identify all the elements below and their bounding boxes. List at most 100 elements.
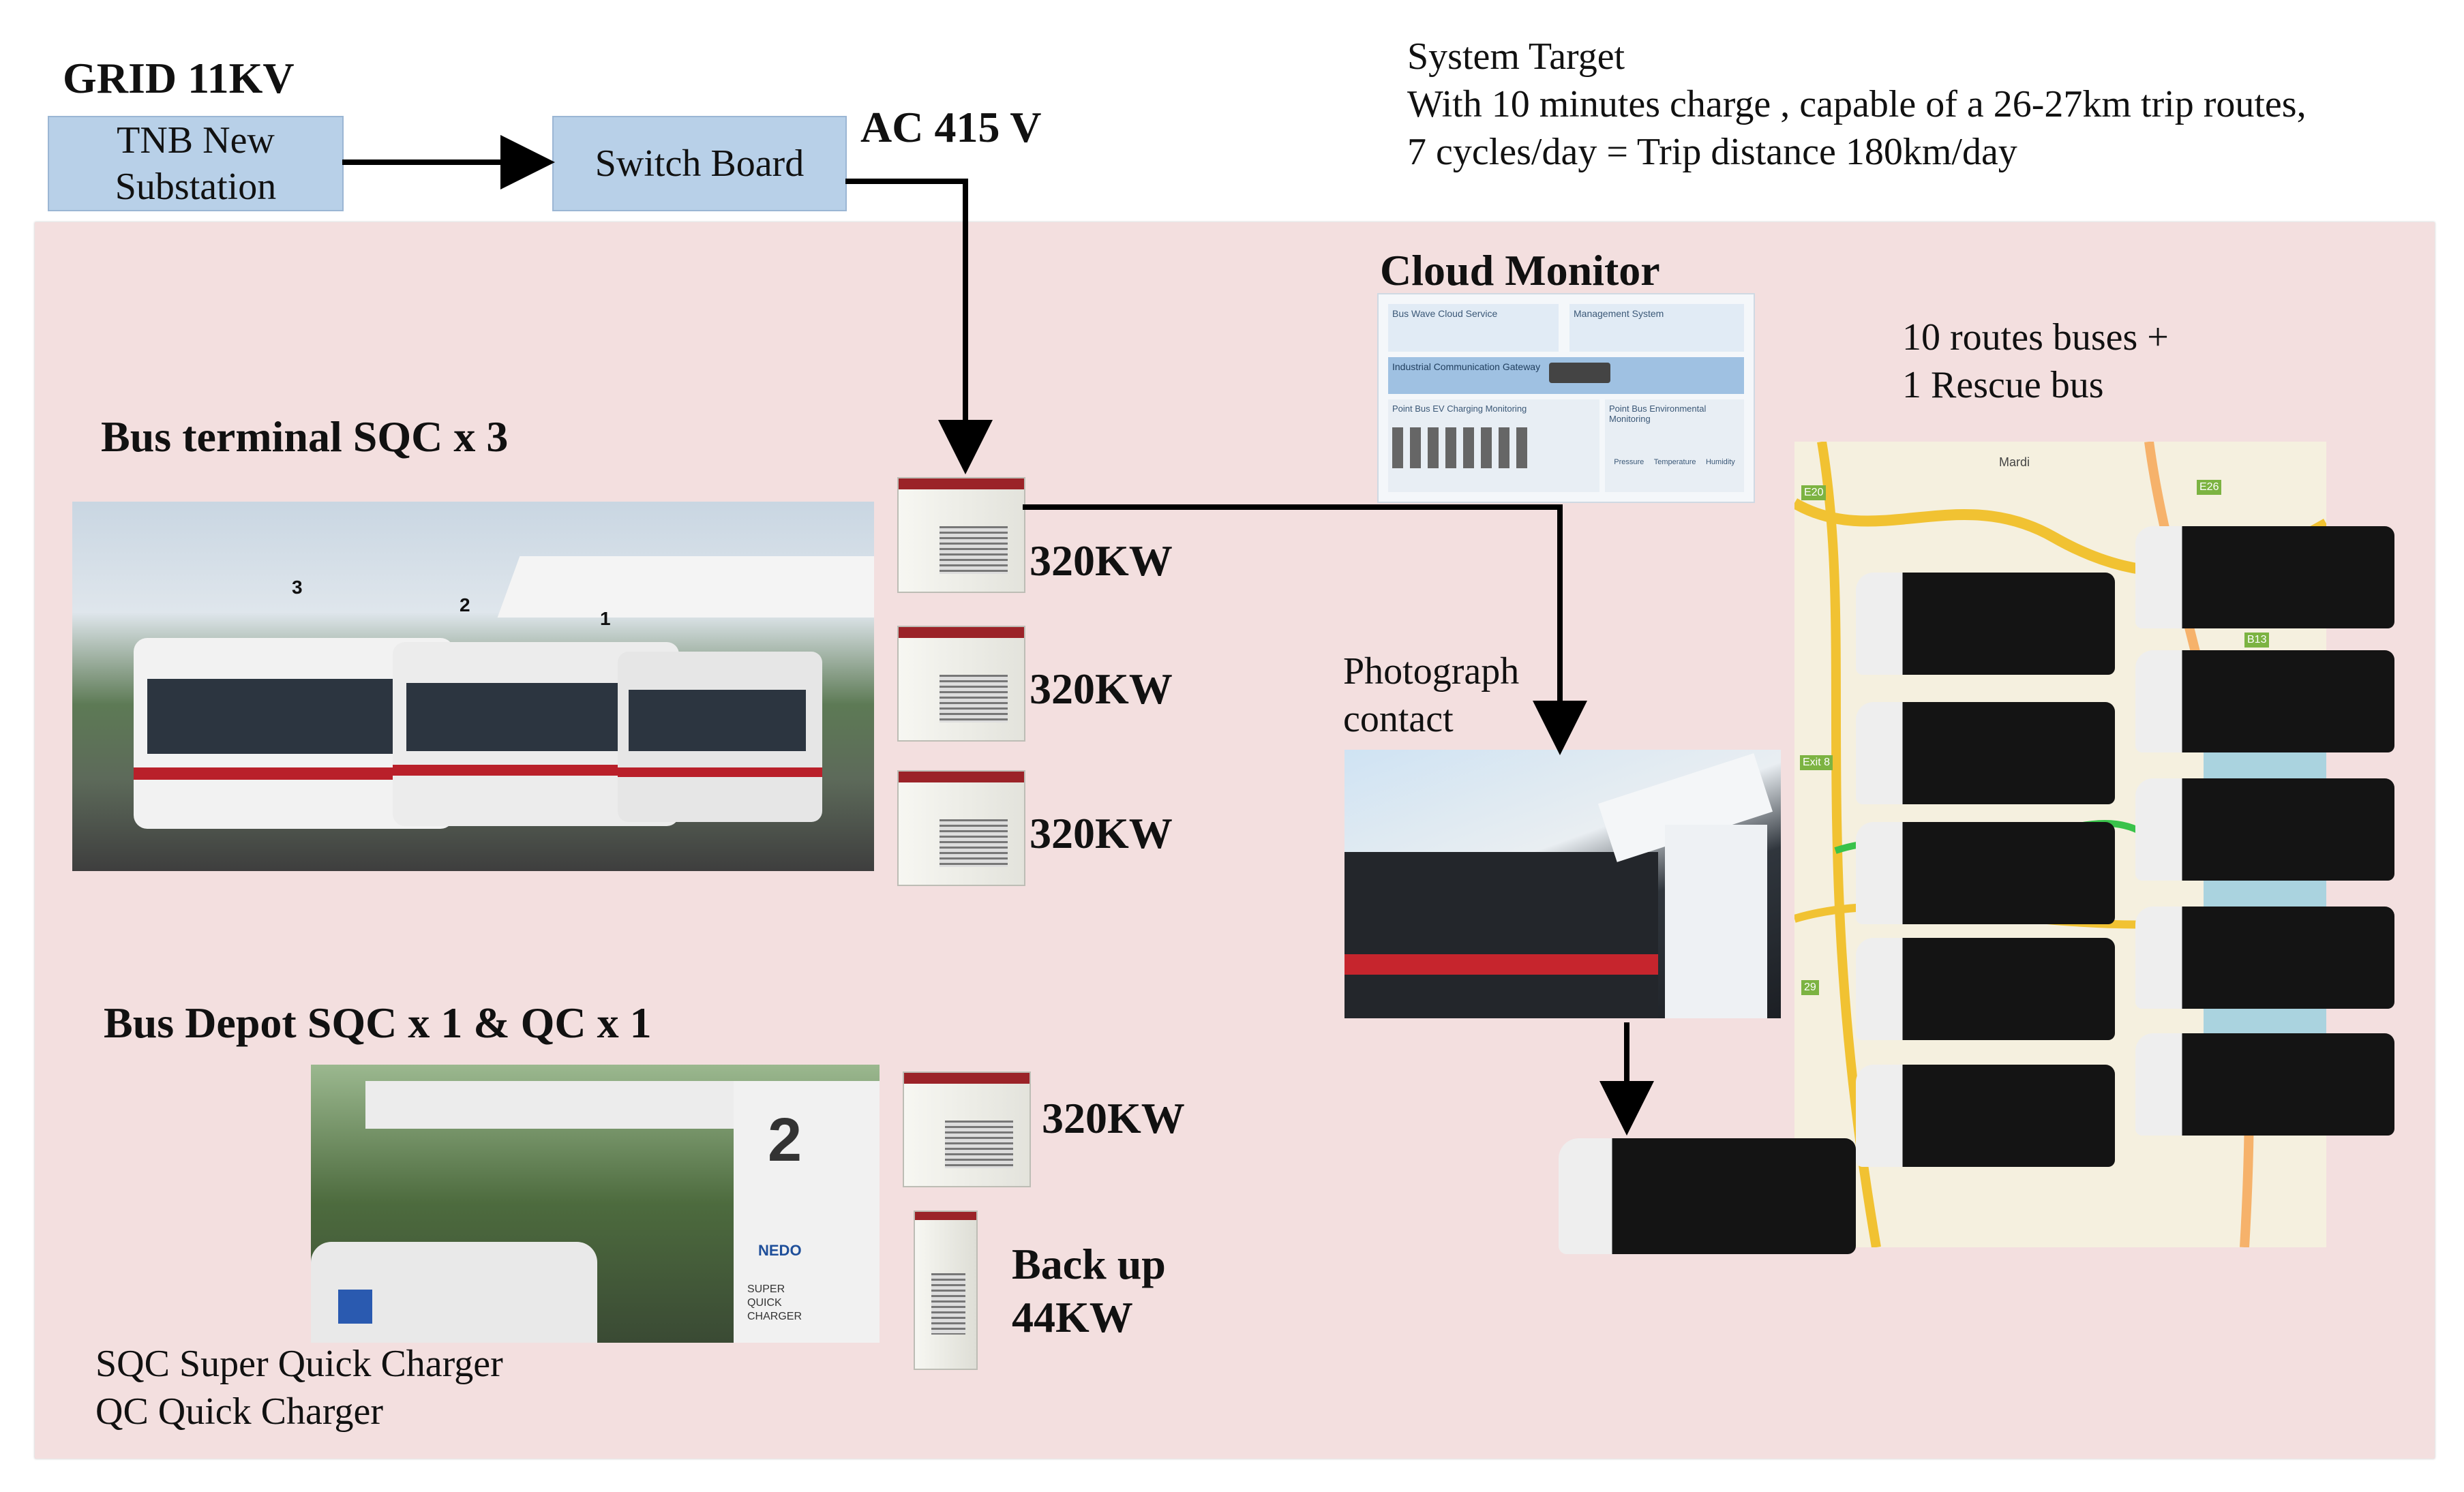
sensor-pressure: Pressure <box>1614 458 1644 466</box>
system-target-title: System Target <box>1407 35 1625 78</box>
legend-sqc: SQC Super Quick Charger <box>95 1343 503 1385</box>
bus-stripe <box>134 767 454 780</box>
bus-stripe <box>1344 954 1658 975</box>
terminal-photo: 3 2 1 <box>72 502 874 871</box>
depot-pillar <box>734 1081 880 1343</box>
backup-qc-cabinet <box>914 1211 978 1370</box>
mini-charger-icon <box>1392 427 1403 468</box>
vent-grille <box>931 1273 965 1335</box>
fleet-bus-icon <box>2135 1033 2394 1136</box>
terminal-charger-2-power: 320KW <box>1030 665 1173 713</box>
map-label-e26: E26 <box>2197 480 2222 495</box>
map-label-b13: B13 <box>2244 633 2270 648</box>
map-label-exit: Exit 8 <box>1800 755 1833 770</box>
terminal-charger-1-power: 320KW <box>1030 536 1173 585</box>
mini-charger-row <box>1392 427 1595 468</box>
depot-title: Bus Depot SQC x 1 & QC x 1 <box>104 999 652 1047</box>
terminal-charger-3-power: 320KW <box>1030 809 1173 857</box>
sensor-temperature: Temperature <box>1653 458 1696 466</box>
cabinet-top <box>899 478 1024 489</box>
mini-charger-icon <box>1428 427 1439 468</box>
bay-number-1: 1 <box>600 608 611 629</box>
fleet-bus-icon <box>1856 938 2115 1040</box>
cloud-env-label: Point Bus Environmental Monitoring <box>1609 404 1707 424</box>
system-target-line1: With 10 minutes charge , capable of a 26… <box>1407 83 2307 125</box>
cloud-box-1: Bus Wave Cloud Service <box>1388 304 1559 352</box>
charger-cabinet-2 <box>897 626 1025 742</box>
mini-charger-icon <box>1445 427 1456 468</box>
vent-grille <box>940 526 1008 574</box>
fleet-bus-icon <box>1856 822 2115 924</box>
legend-qc: QC Quick Charger <box>95 1390 383 1433</box>
bus-3 <box>618 652 822 822</box>
fleet-bus-icon <box>1856 1065 2115 1167</box>
cabinet-top <box>915 1212 976 1220</box>
fleet-bus-icon <box>2135 650 2394 752</box>
depot-bay-number: 2 <box>768 1106 802 1174</box>
map-label-29: 29 <box>1801 980 1819 995</box>
arrow-switchboard-to-chargers <box>845 179 993 474</box>
system-target-line2: 7 cycles/day = Trip distance 180km/day <box>1407 131 2017 173</box>
sensor-humidity: Humidity <box>1705 458 1735 466</box>
fleet-bus-icon <box>1856 702 2115 804</box>
bay-number-2: 2 <box>460 594 470 615</box>
arrow-charger-to-contact <box>1023 504 1587 755</box>
depot-photo: 2 NEDO SUPER QUICK CHARGER <box>311 1065 880 1343</box>
bus-stripe <box>393 765 679 776</box>
terminal-title: Bus terminal SQC x 3 <box>101 412 509 461</box>
cloud-env-monitoring: Point Bus Environmental Monitoring Press… <box>1605 399 1744 492</box>
cabinet-top <box>899 772 1024 782</box>
charger-cabinet-1 <box>897 477 1025 593</box>
substation-line2: Substation <box>115 166 277 208</box>
fleet-bus-icon <box>2135 526 2394 628</box>
fleet-bus-icon <box>2135 907 2394 1009</box>
sensor-row: Pressure Temperature Humidity <box>1609 458 1740 466</box>
mini-charger-icon <box>1516 427 1527 468</box>
fleet-bus-icon <box>2135 778 2394 881</box>
vent-grille <box>940 675 1008 722</box>
map-label-e20: E20 <box>1801 485 1827 500</box>
depot-canopy <box>365 1081 747 1129</box>
photo-contact-line2: contact <box>1343 698 1454 740</box>
charger-pillar <box>1665 825 1767 1018</box>
depot-sqc-power: 320KW <box>1042 1094 1185 1142</box>
bay-number-3: 3 <box>292 577 303 598</box>
backup-line1: Back up <box>1012 1240 1166 1288</box>
mini-charger-icon <box>1463 427 1474 468</box>
vent-grille <box>945 1121 1013 1168</box>
pillar-text-1: SUPER <box>747 1283 785 1295</box>
map-label-mardi: Mardi <box>1999 455 2030 469</box>
depot-pillar-text: SUPER QUICK CHARGER <box>747 1283 802 1324</box>
vent-grille <box>940 819 1008 867</box>
cabinet-top <box>899 627 1024 638</box>
bus-windows <box>629 690 806 751</box>
photo-contact-line1: Photograph <box>1343 650 1520 692</box>
cloud-ev-monitoring: Point Bus EV Charging Monitoring <box>1388 399 1599 492</box>
ac-voltage-label: AC 415 V <box>860 103 1042 151</box>
mini-charger-icon <box>1481 427 1492 468</box>
pillar-text-3: CHARGER <box>747 1311 802 1322</box>
bus-stripe <box>618 767 822 777</box>
cabinet-top <box>904 1073 1030 1084</box>
charger-cabinet-3 <box>897 770 1025 886</box>
bus-windows <box>147 679 434 754</box>
depot-sqc-cabinet <box>903 1071 1031 1187</box>
cloud-monitor-panel: Bus Wave Cloud Service Management System… <box>1377 293 1755 503</box>
switchboard-box: Switch Board <box>552 116 847 211</box>
cloud-ev-label: Point Bus EV Charging Monitoring <box>1392 404 1527 414</box>
switchboard-label: Switch Board <box>595 142 805 185</box>
mini-charger-icon <box>1410 427 1421 468</box>
bus-side <box>1344 852 1658 1018</box>
cloud-monitor-title: Cloud Monitor <box>1380 246 1660 294</box>
contact-photo <box>1344 750 1781 1018</box>
accessibility-icon <box>338 1290 372 1324</box>
grid-title: GRID 11KV <box>63 54 295 102</box>
gateway-device-icon <box>1549 363 1610 383</box>
mini-charger-icon <box>1499 427 1509 468</box>
fleet-bus-icon <box>1856 573 2115 675</box>
cloud-box-2: Management System <box>1569 304 1744 352</box>
routes-line1: 10 routes buses + <box>1902 316 2169 359</box>
map-road <box>1817 442 1881 1247</box>
